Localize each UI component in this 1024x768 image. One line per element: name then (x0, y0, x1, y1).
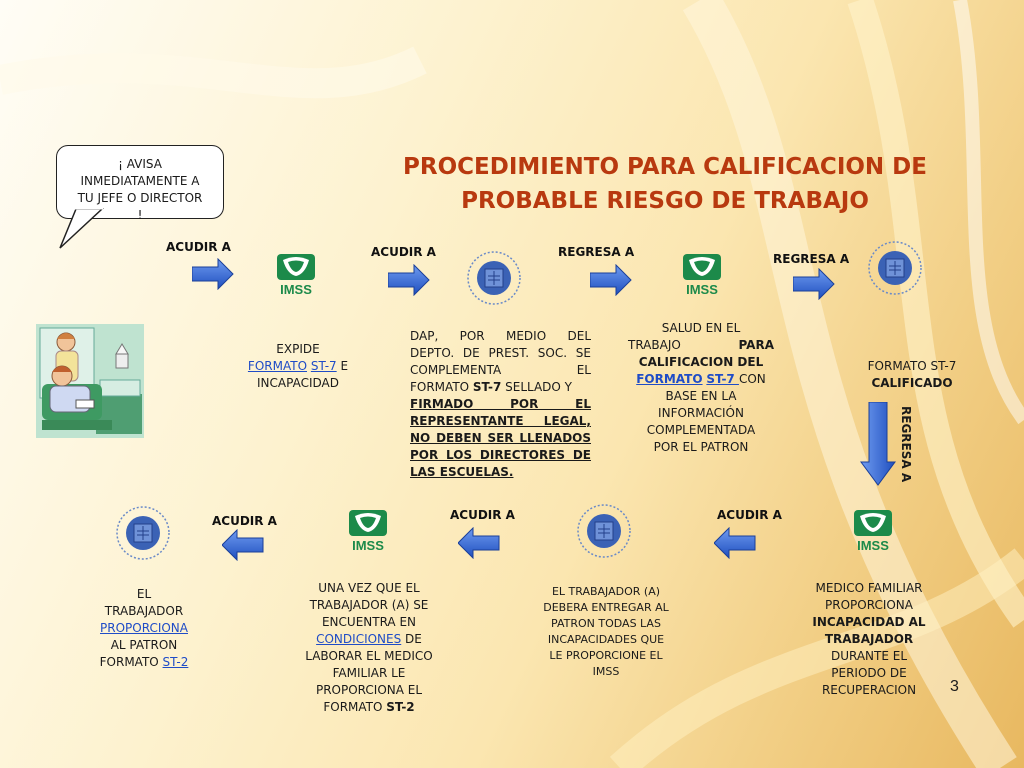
label-regresa-1: REGRESA A (558, 245, 635, 259)
svg-text:IMSS: IMSS (352, 538, 384, 553)
svg-text:IMSS: IMSS (686, 282, 718, 297)
university-seal-icon (577, 504, 631, 558)
university-seal-icon (868, 241, 922, 295)
arrow-right-icon (793, 268, 835, 300)
st7-link[interactable]: ST-7 (706, 372, 739, 386)
injured-worker-illustration (36, 324, 144, 438)
formato-link[interactable]: FORMATO (247, 359, 308, 373)
arrow-right-icon (192, 258, 234, 290)
page-title: PROCEDIMIENTO PARA CALIFICACION DE PROBA… (403, 154, 927, 214)
formato-link[interactable]: FORMATO (636, 372, 703, 386)
university-seal-icon (467, 251, 521, 305)
step-1-text: EXPIDE FORMATO ST-7 E INCAPACIDAD (247, 342, 349, 390)
page-number: 3 (950, 678, 959, 695)
arrow-left-icon (714, 527, 756, 559)
step-6-text: EL TRABAJADOR (A) DEBERA ENTREGAR AL PAT… (543, 585, 669, 678)
arrow-right-icon (590, 264, 632, 296)
label-acudir-b3: ACUDIR A (212, 514, 277, 528)
step-5-text: MEDICO FAMILIAR PROPORCIONA INCAPACIDAD … (812, 581, 926, 697)
st7-link[interactable]: ST-7 (310, 359, 337, 373)
arrow-left-icon (222, 529, 264, 561)
label-acudir-2: ACUDIR A (371, 245, 436, 259)
label-acudir-b1: ACUDIR A (717, 508, 782, 522)
svg-text:IMSS: IMSS (857, 538, 889, 553)
imss-logo-icon: IMSS (854, 510, 892, 553)
step-4-text: FORMATO ST-7 CALIFICADO (867, 359, 957, 390)
label-regresa-vertical: REGRESA A (899, 406, 913, 483)
label-acudir-1: ACUDIR A (166, 240, 231, 254)
university-seal-icon (116, 506, 170, 560)
step-7-text: UNA VEZ QUE EL TRABAJADOR (A) SE ENCUENT… (305, 581, 433, 714)
imss-logo-icon: IMSS (349, 510, 387, 553)
label-acudir-b2: ACUDIR A (450, 508, 515, 522)
st2-link[interactable]: ST-2 (162, 655, 189, 669)
speech-bubble: ¡ AVISA INMEDIATAMENTE A TU JEFE O DIREC… (56, 145, 224, 222)
imss-logo-icon: IMSS (683, 254, 721, 297)
imss-logo-icon: IMSS (277, 254, 315, 297)
arrow-right-icon (388, 264, 430, 296)
label-regresa-2: REGRESA A (773, 252, 850, 266)
step-8-text: EL TRABAJADOR PROPORCIONA AL PATRON FORM… (86, 586, 202, 671)
condiciones-link[interactable]: CONDICIONES (316, 632, 402, 646)
arrow-left-icon (458, 527, 500, 559)
arrow-down-icon (860, 402, 896, 486)
step-2-text: DAP, POR MEDIO DEL DEPTO. DE PREST. SOC.… (410, 329, 591, 479)
proporciona-link[interactable]: PROPORCIONA (100, 621, 188, 635)
svg-text:IMSS: IMSS (280, 282, 312, 297)
speech-bubble-tail (59, 208, 104, 249)
